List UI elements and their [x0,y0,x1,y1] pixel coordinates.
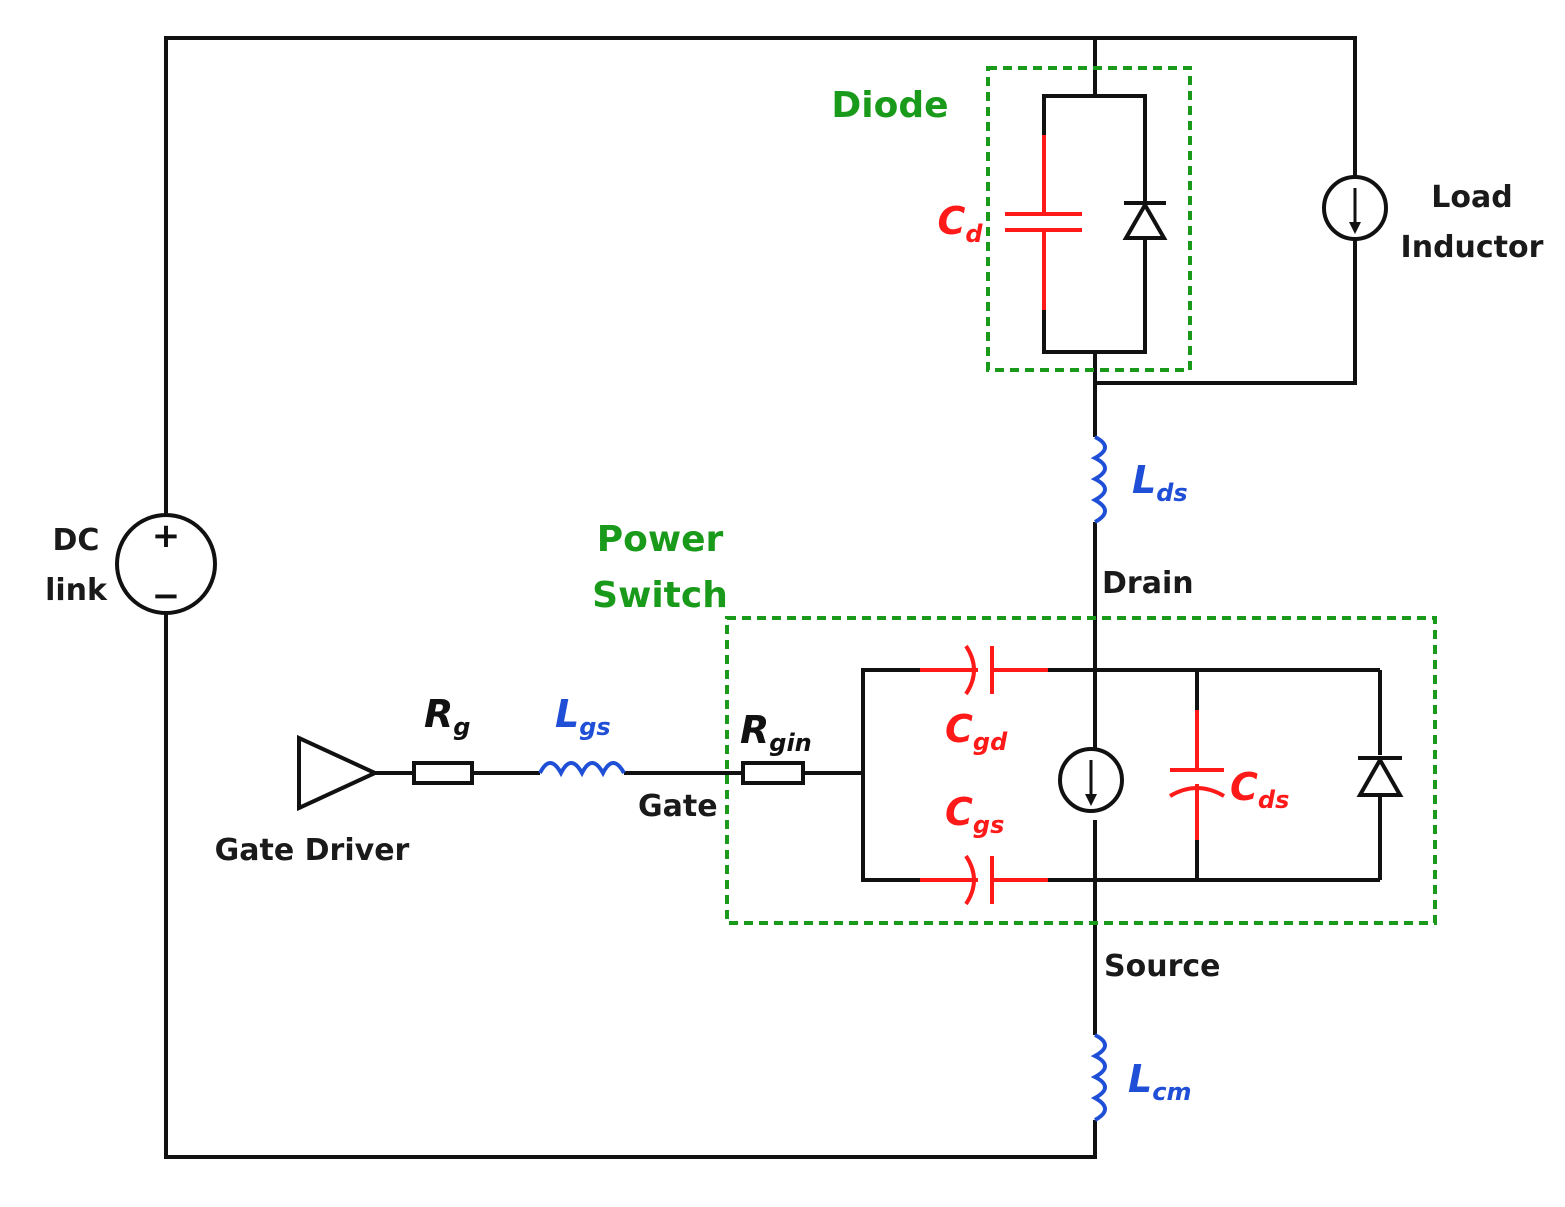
gate-label: Gate [638,789,718,824]
rgin-label: Rgin [740,708,812,757]
power-switch-outline [725,616,1437,925]
dc-link-label-line1: DC [53,523,100,558]
load-label-line2: Inductor [1401,230,1544,265]
dc-source-circle [115,513,217,615]
wire-top-loop [164,36,1357,515]
cgd-label: Cgd [945,707,1008,756]
inductor-lcm [1090,1033,1107,1122]
dc-link-label-line2: link [45,573,108,608]
lds-label: Lds [1132,458,1188,507]
lcm-label: Lcm [1128,1057,1191,1106]
wire-bottom-loop [164,613,1097,1159]
wire-load-bottom [1095,238,1357,385]
channel-current-source [1058,747,1124,813]
diode-block-label: Diode [831,85,948,126]
diode-frame-bottom [1042,240,1147,354]
rg-label: Rg [424,692,470,741]
source-label: Source [1104,949,1221,984]
arrowhead-down-icon [1349,222,1361,234]
dc-link-source: + − [115,513,217,616]
load-label-line1: Load [1431,180,1512,215]
gate-driver-icon [297,734,380,812]
arrowhead-down-icon [1085,794,1097,806]
capacitor-cds [1168,710,1226,840]
diode-block-outline [986,66,1192,372]
drain-label: Drain [1102,566,1194,601]
inductor-lds [1090,435,1107,524]
diode-block [986,66,1192,372]
resistor-rgin [741,761,805,785]
dc-plus-sign: + [152,516,181,556]
power-switch-label-line2: Switch [592,575,728,616]
cgs-label: Cgs [945,790,1004,839]
load-current-source [1322,175,1388,241]
body-diode-icon [1356,755,1404,797]
diode-frame-top [1042,94,1147,203]
gate-driver-label: Gate Driver [215,833,410,868]
capacitor-cgd [920,644,1048,696]
power-switch-label-line1: Power [597,519,724,560]
dc-minus-sign: − [152,576,181,616]
lgs-label: Lgs [555,692,611,741]
diode-icon [1122,200,1168,240]
cd-label: Cd [937,199,983,248]
capacitor-cd [1005,135,1082,310]
cds-label: Cds [1230,765,1289,814]
inductor-lgs [538,761,626,778]
wires [164,36,1357,1159]
resistor-rg [412,761,474,785]
capacitor-cgs [920,854,1048,906]
